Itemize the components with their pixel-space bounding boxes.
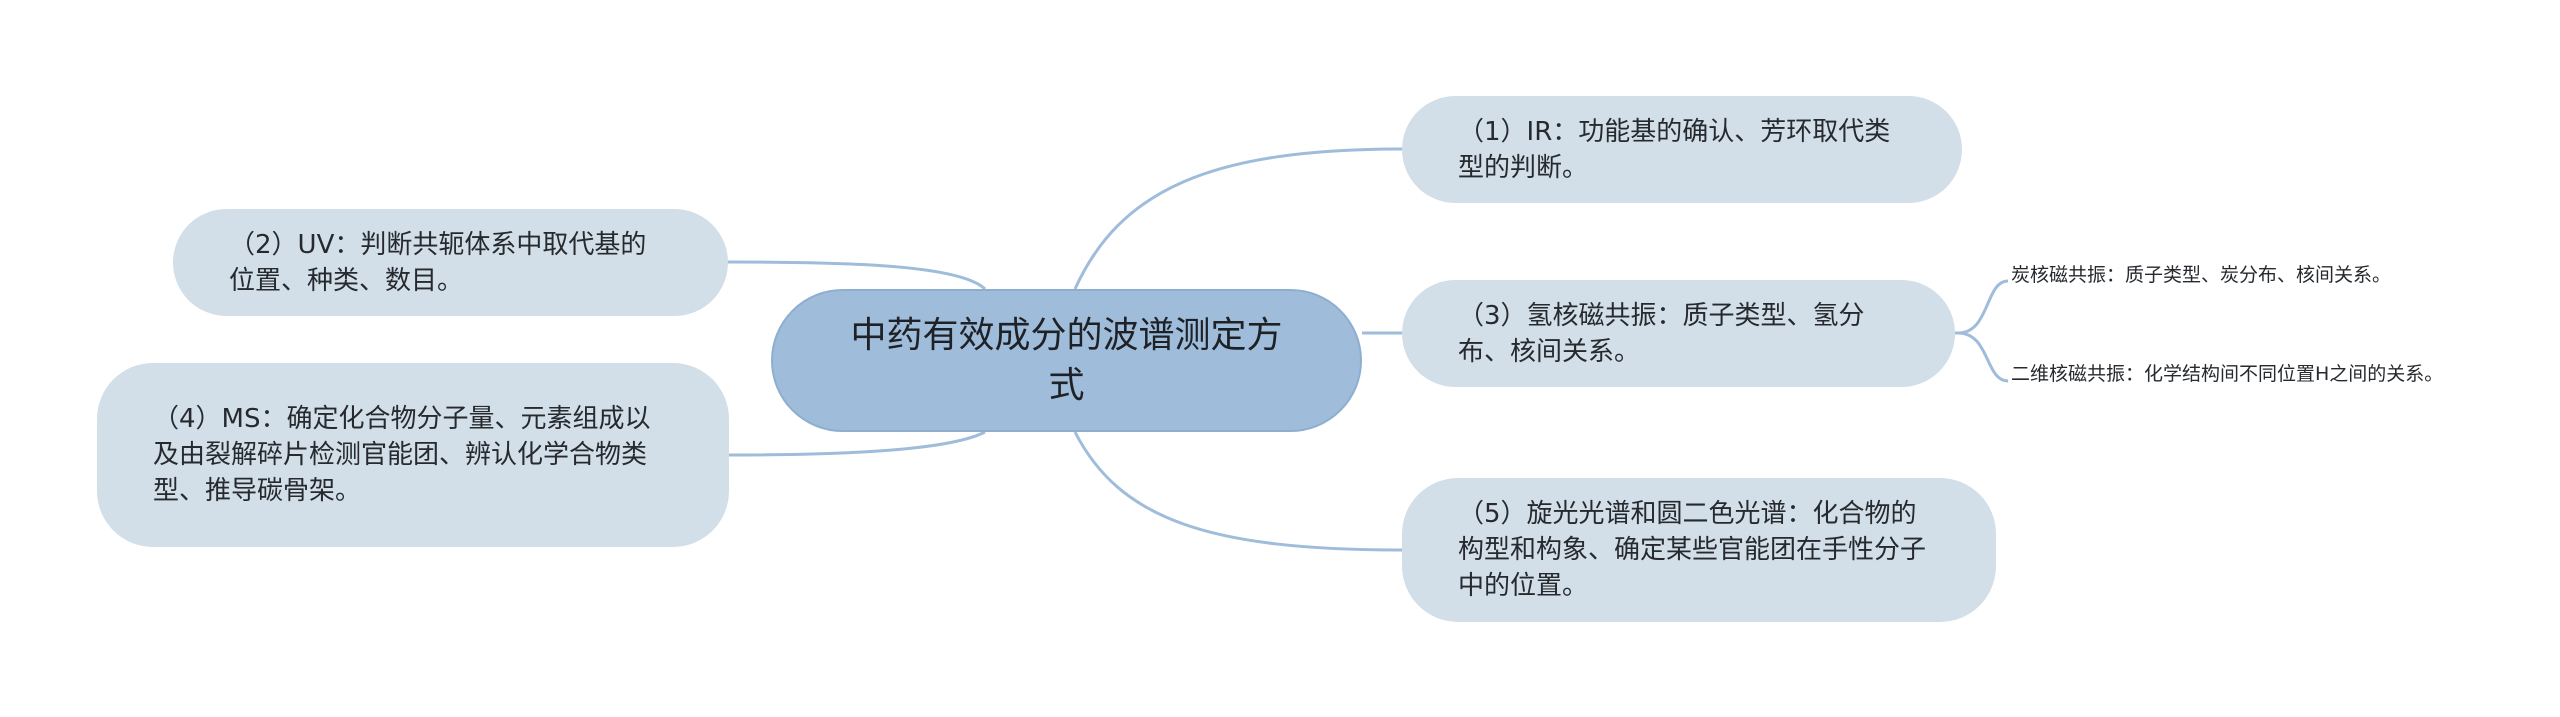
topic-ir[interactable]: （1）IR：功能基的确认、芳环取代类型的判断。 xyxy=(1402,96,1962,203)
leaf-2d-nmr[interactable]: 二维核磁共振：化学结构间不同位置H之间的关系。 xyxy=(2011,363,2444,385)
topic-cd-label: （5）旋光光谱和圆二色光谱：化合物的构型和构象、确定某些官能团在手性分子中的位置… xyxy=(1458,499,1927,601)
connector-root-to-cd xyxy=(1073,431,1403,552)
topic-ms[interactable]: （4）MS：确定化合物分子量、元素组成以及由裂解碎片检测官能团、辨认化学合物类型… xyxy=(97,363,729,547)
connector-root-to-uv xyxy=(727,260,987,291)
topic-ir-label: （1）IR：功能基的确认、芳环取代类型的判断。 xyxy=(1458,116,1891,183)
topic-nmr[interactable]: （3）氢核磁共振：质子类型、氢分布、核间关系。 xyxy=(1402,280,1955,387)
root-node-label: 中药有效成分的波谱测定方式 xyxy=(850,314,1283,406)
connector-nmr-bracket xyxy=(1955,279,2009,383)
topic-uv[interactable]: （2）UV：判断共轭体系中取代基的位置、种类、数目。 xyxy=(173,209,728,316)
root-node[interactable]: 中药有效成分的波谱测定方式 xyxy=(771,289,1362,432)
topic-nmr-label: （3）氢核磁共振：质子类型、氢分布、核间关系。 xyxy=(1458,300,1865,367)
connector-root-to-ir xyxy=(1073,147,1403,290)
leaf-c13-nmr[interactable]: 炭核磁共振：质子类型、炭分布、核间关系。 xyxy=(2011,264,2392,286)
topic-cd[interactable]: （5）旋光光谱和圆二色光谱：化合物的构型和构象、确定某些官能团在手性分子中的位置… xyxy=(1402,478,1996,622)
connector-root-to-ms xyxy=(728,430,986,457)
topic-ms-label: （4）MS：确定化合物分子量、元素组成以及由裂解碎片检测官能团、辨认化学合物类型… xyxy=(153,404,651,506)
topic-uv-label: （2）UV：判断共轭体系中取代基的位置、种类、数目。 xyxy=(229,229,647,296)
